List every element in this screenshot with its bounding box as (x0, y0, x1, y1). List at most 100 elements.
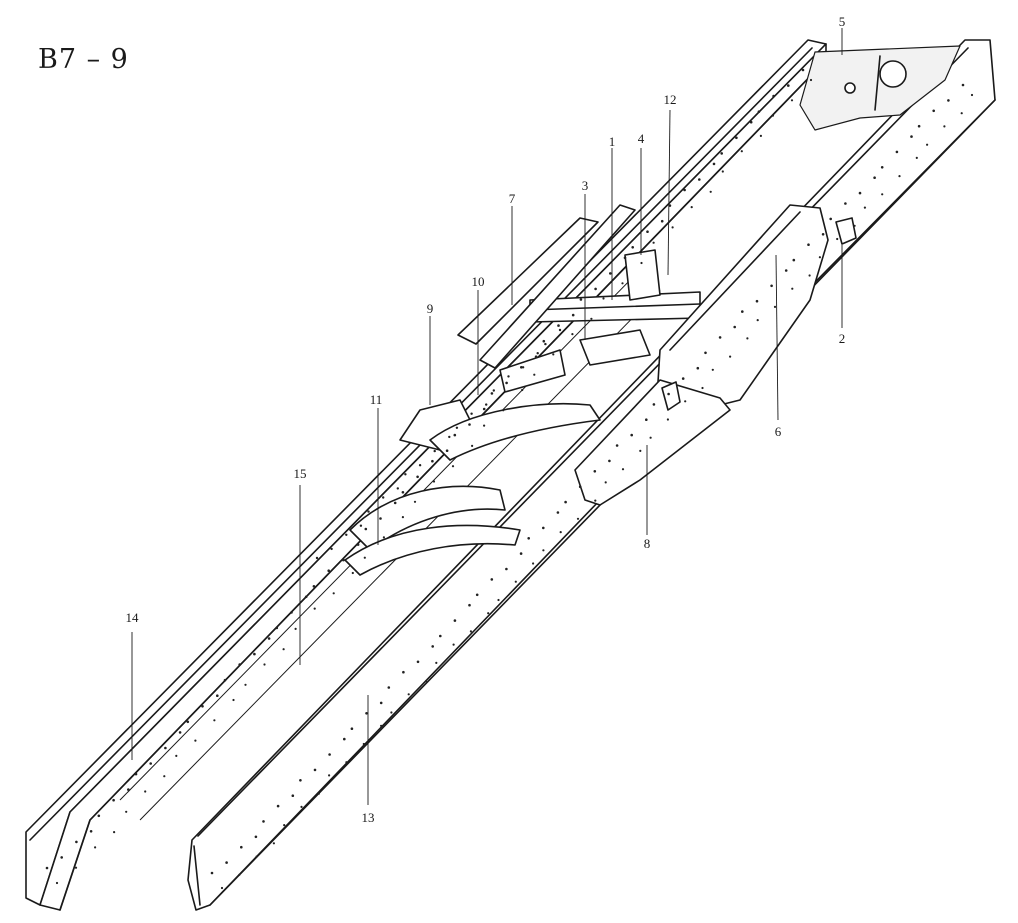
rivet-hole (712, 162, 716, 166)
rivet-hole (468, 423, 471, 426)
rivet-hole (359, 524, 363, 527)
rivet-hole (542, 549, 545, 552)
rivet-hole (821, 233, 825, 236)
rivet-hole (571, 333, 574, 336)
rivet-hole (452, 643, 455, 646)
callout-1: 1 (609, 134, 616, 149)
rivet-hole (746, 337, 749, 340)
rivet-hole (858, 191, 862, 195)
rivet-hole (690, 206, 693, 209)
rivet-hole (497, 598, 500, 602)
rivet-hole (521, 388, 524, 392)
rivet-hole (701, 386, 704, 390)
rivet-hole (646, 230, 649, 233)
rivet-hole (863, 206, 867, 209)
rivet-hole (300, 805, 303, 809)
rivet-hole (621, 468, 625, 471)
rivet-hole (787, 84, 790, 87)
rivet-hole (380, 724, 383, 727)
rivet-hole (704, 351, 707, 355)
rivet-hole (328, 753, 331, 756)
rivet-hole (439, 634, 442, 638)
callout-3: 3 (582, 178, 589, 193)
rivet-hole (345, 533, 348, 536)
callout-15: 15 (294, 466, 307, 481)
rivet-hole (364, 527, 368, 531)
rivet-hole (225, 861, 228, 864)
rivet-hole (757, 110, 761, 113)
rivet-hole (755, 299, 759, 303)
callout-12: 12 (664, 92, 677, 107)
rivet-hole (175, 754, 178, 758)
figure-title: B7 – 9 (38, 44, 129, 75)
rivet-hole (253, 652, 256, 656)
rivet-hole (608, 459, 611, 463)
rivet-hole (223, 678, 227, 682)
rivet-hole (917, 124, 921, 128)
rivet-hole (970, 93, 974, 97)
rivet-hole (210, 871, 214, 875)
rivet-hole (556, 511, 560, 514)
rivet-hole (315, 556, 319, 560)
rivet-hole (667, 392, 670, 396)
rivet-hole (829, 217, 832, 221)
rivet-hole (244, 683, 247, 686)
rivet-hole (393, 501, 397, 505)
rivet-hole (844, 202, 847, 205)
rivet-hole (660, 219, 664, 223)
rivet-hole (683, 188, 686, 192)
rivet-hole (475, 593, 479, 597)
rivet-hole (263, 663, 266, 666)
rivet-hole (721, 170, 724, 173)
rivet-hole (490, 578, 494, 581)
rivet-hole (684, 400, 687, 403)
rivet-hole (363, 556, 366, 559)
rivet-hole (299, 779, 302, 782)
rivet-hole (514, 580, 517, 583)
rivet-hole (735, 136, 738, 140)
rivet-hole (149, 762, 152, 765)
callout-6: 6 (775, 424, 782, 439)
rivet-hole (559, 531, 562, 534)
callout-5: 5 (839, 14, 846, 29)
rivet-hole (238, 663, 241, 666)
rivet-hole (407, 693, 410, 696)
rivet-hole (759, 134, 763, 137)
rivet-hole (873, 176, 876, 179)
rivet-hole (387, 686, 391, 689)
rivet-hole (770, 284, 773, 288)
rivet-hole (483, 424, 486, 427)
rivet-hole (272, 842, 275, 845)
rivet-hole (961, 83, 965, 87)
rivet-hole (729, 355, 732, 358)
rivet-hole (579, 298, 583, 301)
rivet-hole (382, 496, 385, 499)
leader-lines (131, 28, 843, 805)
callout-10: 10 (472, 274, 485, 289)
rivet-hole (557, 324, 560, 327)
rivet-hole (418, 464, 422, 467)
rivet-hole (332, 592, 335, 595)
rivet-hole (164, 746, 167, 750)
left-side-rail (25, 39, 827, 911)
rivet-hole (382, 536, 385, 539)
rivet-hole (487, 612, 490, 615)
rivet-hole (97, 814, 101, 818)
callout-2: 2 (839, 331, 846, 346)
rivet-hole (445, 449, 449, 453)
rivet-hole (186, 720, 190, 724)
outer-reinforcement (574, 379, 731, 506)
rivet-hole (615, 444, 619, 447)
rivet-hole (343, 737, 346, 741)
rivet-hole (220, 886, 224, 890)
rivet-hole (201, 705, 204, 708)
rivet-hole (416, 475, 419, 479)
rivet-hole (792, 258, 796, 262)
rivet-hole (740, 150, 743, 153)
rivet-hole (60, 856, 63, 859)
rivet-hole (276, 804, 280, 808)
rivet-hole (590, 317, 593, 320)
rivet-hole (696, 366, 700, 370)
rivet-hole (671, 226, 674, 229)
